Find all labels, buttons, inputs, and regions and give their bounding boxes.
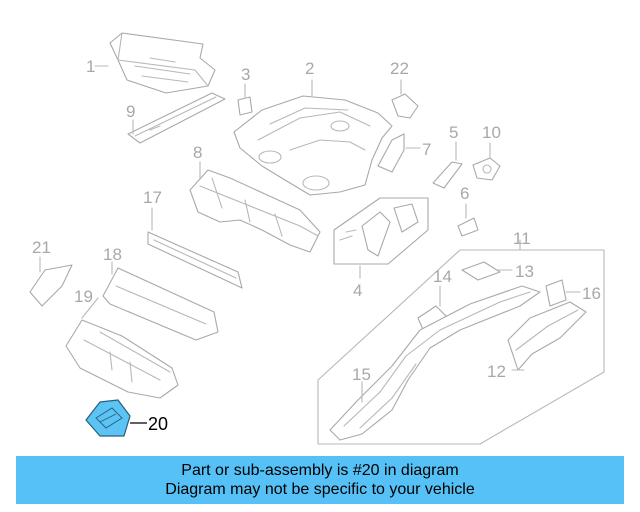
part-22-bracket [391, 79, 419, 119]
label-16: 16 [582, 284, 601, 303]
parts-diagram: 1 9 3 2 22 7 5 [29, 32, 605, 445]
label-4: 4 [353, 281, 362, 300]
part-9-rail [127, 92, 226, 144]
part-21-bracket [29, 256, 73, 307]
info-banner: Part or sub-assembly is #20 in diagram D… [16, 456, 624, 504]
label-2: 2 [305, 59, 314, 78]
label-7: 7 [422, 140, 431, 159]
part-15-side-rail [329, 285, 541, 441]
label-22: 22 [390, 59, 409, 78]
part-2-rear-floor-pan [233, 79, 393, 196]
part-11-group-box [317, 239, 605, 445]
part-17-strip [147, 207, 243, 289]
label-3: 3 [241, 65, 250, 84]
banner-line-1: Part or sub-assembly is #20 in diagram [181, 462, 459, 479]
part-12-rail-extension [507, 301, 587, 371]
part-16-bracket [545, 279, 581, 307]
label-20: 20 [148, 414, 168, 434]
label-18: 18 [103, 245, 122, 264]
part-7-bracket [377, 133, 421, 173]
label-6: 6 [460, 184, 469, 203]
label-14: 14 [433, 267, 452, 286]
label-5: 5 [449, 123, 458, 142]
label-17: 17 [143, 188, 162, 207]
part-3-bracket [237, 83, 253, 116]
part-10-mount [472, 142, 501, 181]
label-19: 19 [74, 287, 93, 306]
part-19-floor-panel [65, 297, 179, 399]
label-10: 10 [482, 123, 501, 142]
label-8: 8 [193, 143, 202, 162]
label-15: 15 [352, 365, 371, 384]
label-11: 11 [513, 229, 531, 248]
part-18-floor-panel [102, 261, 219, 341]
label-12: 12 [487, 362, 506, 381]
part-4-bracket-set [333, 197, 429, 279]
part-8-cross-member [189, 161, 321, 253]
part-13-bracket [461, 261, 513, 281]
label-21: 21 [32, 238, 51, 257]
part-6-bracket [457, 203, 479, 237]
part-5-bracket [432, 141, 463, 189]
part-20-highlighted [85, 399, 147, 437]
part-1-spare-tire-tub [94, 32, 216, 94]
label-13: 13 [515, 262, 534, 281]
label-9: 9 [126, 102, 135, 121]
banner-line-2: Diagram may not be specific to your vehi… [165, 481, 475, 498]
label-1: 1 [86, 57, 95, 76]
